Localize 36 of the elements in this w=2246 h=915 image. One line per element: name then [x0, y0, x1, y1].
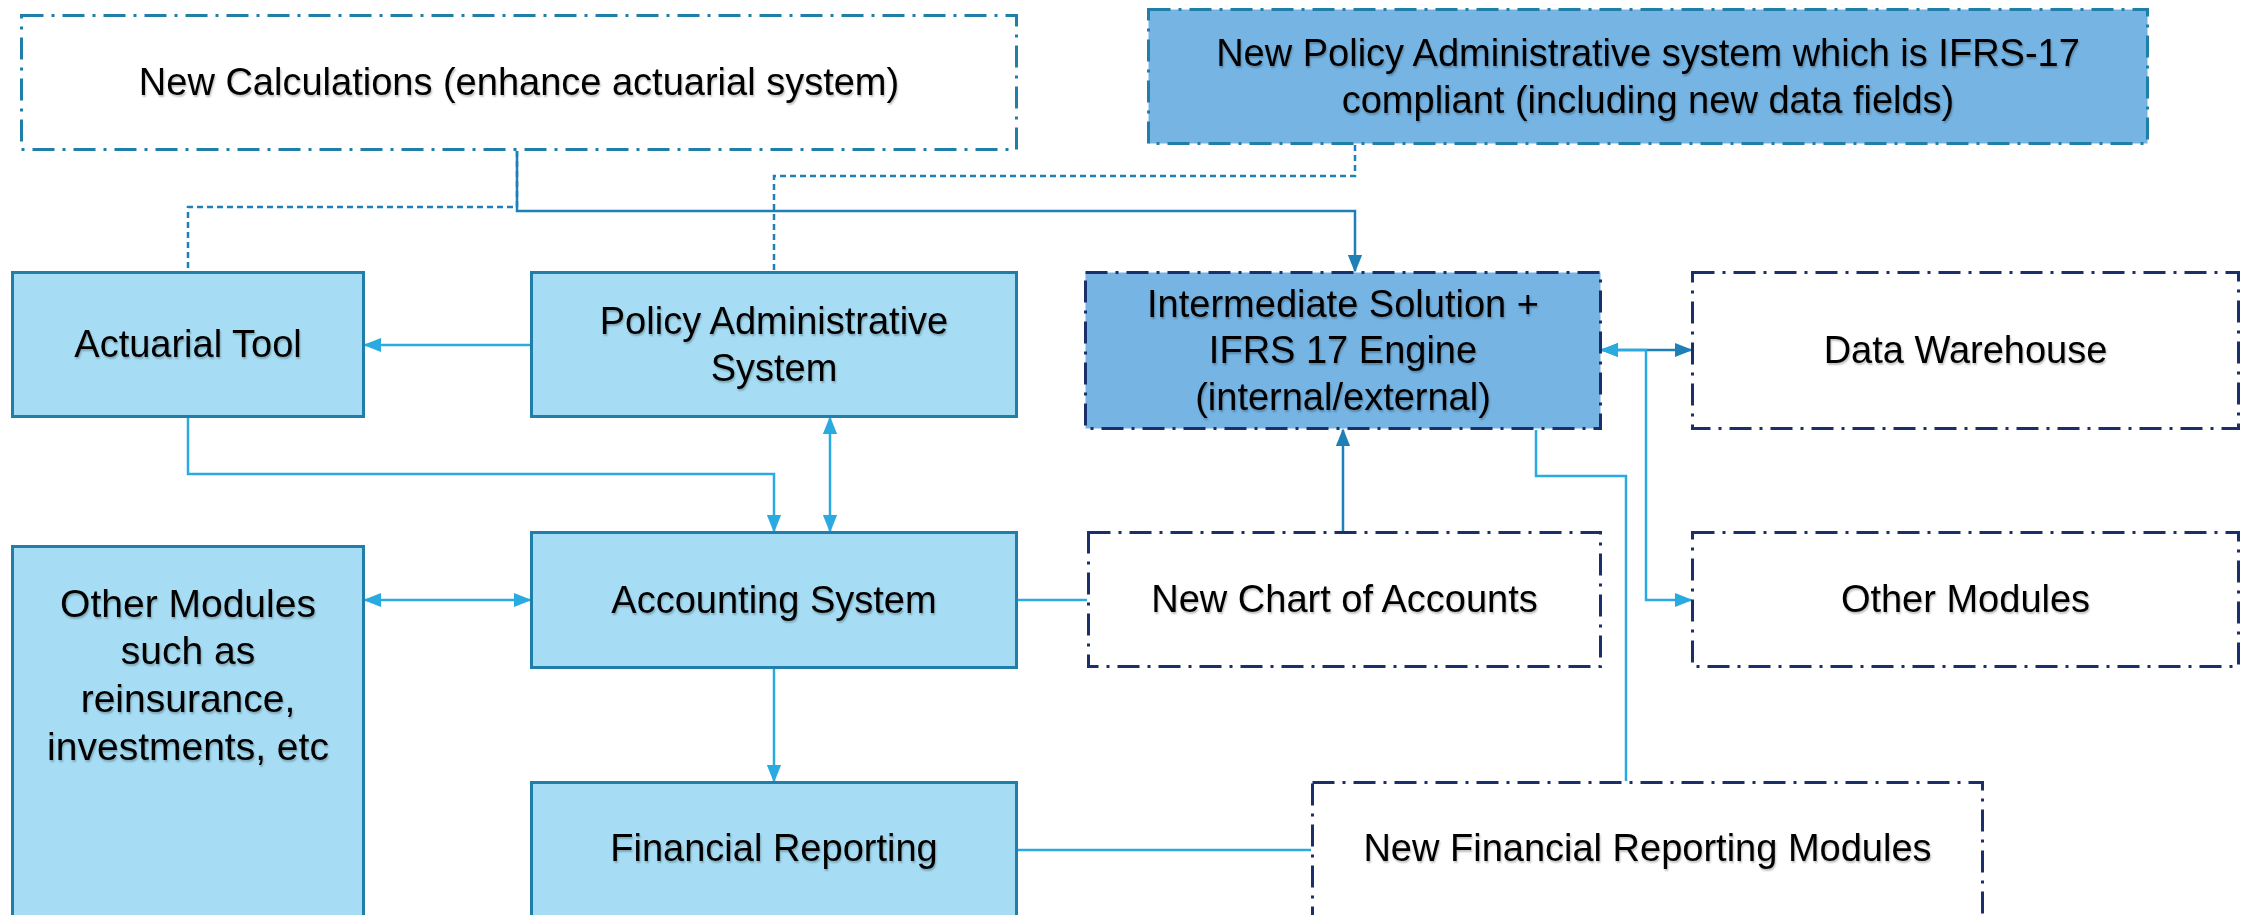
box-label: Policy Administrative System: [598, 299, 950, 391]
process-box: [11, 271, 365, 418]
arrow: [186, 418, 782, 533]
process-box: [530, 781, 1018, 915]
connector-line: [1534, 430, 1628, 781]
process-box: [530, 271, 1018, 418]
box-label: Accounting System: [610, 577, 938, 623]
arrow: [363, 337, 530, 353]
box-label: Other Modules such as reinsurance, investments, etc: [46, 580, 330, 770]
box-label: Financial Reporting: [609, 825, 939, 871]
box-label: New Calculations (enhance actuarial system): [137, 60, 901, 106]
connector-line: [772, 145, 1357, 271]
box-label: New Policy Administrative system which is IFRS-17 compliant (including new data fields): [1215, 31, 2081, 123]
arrow: [363, 592, 532, 608]
connector-line: [1018, 598, 1087, 602]
dashed-box: [1147, 8, 2149, 145]
process-box: [530, 531, 1018, 669]
box-label: Data Warehouse: [1822, 328, 2109, 374]
dashed-box: [1311, 781, 1984, 915]
arrow: [822, 416, 838, 533]
box-label: Intermediate Solution + IFRS 17 Engine (internal/external): [1146, 281, 1540, 420]
arrow: [1335, 428, 1351, 531]
dashed-box: [1087, 531, 1602, 668]
arrow: [1600, 342, 1693, 608]
dashed-box: [20, 14, 1018, 151]
arrow: [766, 669, 782, 783]
dashed-box: [1084, 271, 1602, 430]
box-label: New Chart of Accounts: [1150, 577, 1539, 623]
box-label: Actuarial Tool: [73, 322, 303, 368]
connector-line: [1018, 848, 1311, 852]
process-box: [11, 545, 365, 915]
dashed-box: [1691, 271, 2240, 430]
dashed-box: [1691, 531, 2240, 668]
box-label: Other Modules: [1839, 577, 2092, 623]
connector-line: [186, 151, 519, 271]
box-label: New Financial Reporting Modules: [1362, 825, 1933, 871]
